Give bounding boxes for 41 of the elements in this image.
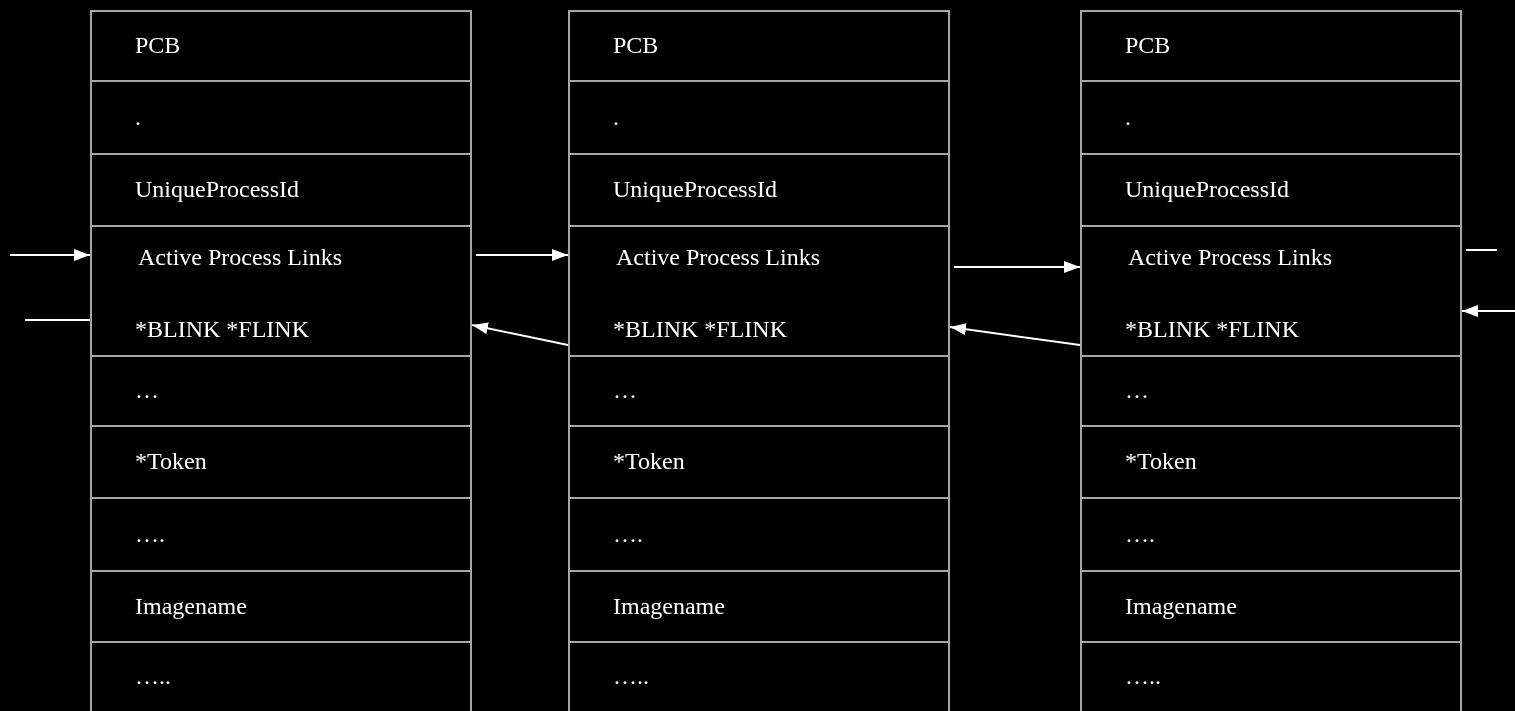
field-label: *Token <box>613 447 685 475</box>
arrow <box>9 249 91 261</box>
field-label: PCB <box>1125 31 1171 59</box>
field-label: *BLINK *FLINK <box>613 315 787 343</box>
field-label: PCB <box>135 31 181 59</box>
arrow <box>1461 305 1515 317</box>
table-outline <box>1080 10 1462 711</box>
table-outline <box>90 10 472 711</box>
field-label: Imagename <box>1125 591 1237 620</box>
field-label: . <box>613 102 619 131</box>
field-label: *BLINK *FLINK <box>135 315 309 343</box>
field-label: Imagename <box>135 591 247 620</box>
arrow <box>949 323 1081 346</box>
field-label: ….. <box>135 662 171 690</box>
table-outline <box>568 10 950 711</box>
field-label: UniqueProcessId <box>613 175 777 203</box>
connector-line <box>24 319 91 321</box>
field-label: ….. <box>613 662 649 690</box>
field-label: … <box>1125 376 1149 404</box>
field-label: …. <box>613 519 643 548</box>
arrow <box>471 322 569 346</box>
arrow <box>475 249 569 261</box>
field-label: Imagename <box>613 591 725 620</box>
field-label: …. <box>135 519 165 548</box>
field-label: … <box>135 376 159 404</box>
field-label: *BLINK *FLINK <box>1125 315 1299 343</box>
field-label: ….. <box>1125 662 1161 690</box>
field-label: *Token <box>1125 447 1197 475</box>
field-label: Active Process Links <box>616 243 820 271</box>
field-label: Active Process Links <box>138 243 342 271</box>
field-label: . <box>135 102 141 131</box>
field-label: *Token <box>135 447 207 475</box>
field-label: … <box>613 376 637 404</box>
field-label: Active Process Links <box>1128 243 1332 271</box>
connector-line <box>1465 249 1498 251</box>
field-label: …. <box>1125 519 1155 548</box>
field-label: PCB <box>613 31 659 59</box>
field-label: UniqueProcessId <box>135 175 299 203</box>
field-label: . <box>1125 102 1131 131</box>
arrow <box>953 261 1081 273</box>
field-label: UniqueProcessId <box>1125 175 1289 203</box>
